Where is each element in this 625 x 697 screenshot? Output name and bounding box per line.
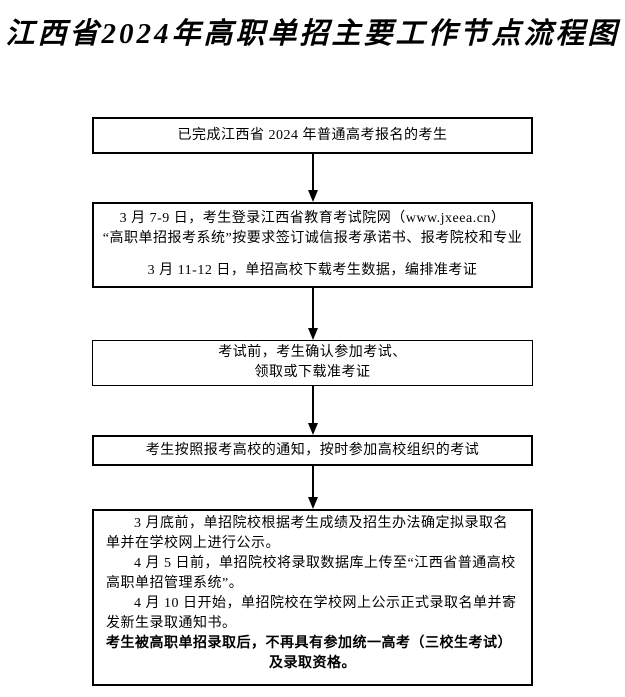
box-text-line (94, 249, 531, 261)
flow-box-attend-exam: 考生按照报考高校的通知，按时参加高校组织的考试 (92, 435, 533, 466)
box-paragraph: 4 月 5 日前，单招院校将录取数据库上传至“江西省普通高校高职单招管理系统”。 (106, 556, 516, 591)
flow-box-admission-and-notice: 3 月底前，单招院校根据考生成绩及招生办法确定拟录取名单并在学校网上进行公示。 … (92, 509, 533, 686)
arrow-shaft (311, 466, 314, 497)
box-text-line: 3 月 7-9 日，考生登录江西省教育考试院网（www.jxeea.cn） (119, 211, 506, 226)
page-title: 江西省2024年高职单招主要工作节点流程图 (5, 18, 620, 50)
flow-box-online-registration: 3 月 7-9 日，考生登录江西省教育考试院网（www.jxeea.cn） “高… (92, 202, 533, 288)
flow-arrow-down-icon (92, 154, 533, 202)
flow-box-confirm-and-get-ticket: 考试前，考生确认参加考试、 领取或下载准考证 (92, 340, 533, 386)
box-paragraph: 3 月底前，单招院校根据考生成绩及招生办法确定拟录取名单并在学校网上进行公示。 (106, 516, 508, 551)
arrow-head (307, 190, 318, 202)
arrow-head (307, 423, 318, 435)
arrow-head (307, 497, 318, 509)
box-paragraph: 4 月 10 日开始，单招院校在学校网上公示正式录取名单并寄发新生录取通知书。 (106, 596, 517, 631)
box-text-line: 已完成江西省 2024 年普通高考报名的考生 (177, 127, 448, 143)
arrow-head (307, 328, 318, 340)
box-text-line: 考生按照报考高校的通知，按时参加高校组织的考试 (145, 442, 480, 458)
box-text-line: “高职单招报考系统”按要求签订诚信报考承诺书、报考院校和专业 (102, 231, 523, 246)
flowchart: 已完成江西省 2024 年普通高考报名的考生 3 月 7-9 日，考生登录江西省… (92, 117, 533, 686)
arrow-shaft (311, 288, 314, 328)
arrow-shaft (311, 386, 314, 423)
box-text-line: 3 月 11-12 日，单招高校下载考生数据，编排准考证 (147, 263, 478, 278)
flow-arrow-down-icon (92, 288, 533, 340)
flow-box-eligible-candidates: 已完成江西省 2024 年普通高考报名的考生 (92, 117, 533, 154)
arrow-shaft (311, 154, 314, 190)
box-text-line: 领取或下载准考证 (254, 365, 371, 380)
flow-arrow-down-icon (92, 386, 533, 435)
box-text-line: 考试前，考生确认参加考试、 (218, 345, 407, 360)
box-bold-note: 考生被高职单招录取后，不再具有参加统一高考（三校生考试）及录取资格。 (106, 636, 512, 671)
flow-arrow-down-icon (92, 466, 533, 509)
